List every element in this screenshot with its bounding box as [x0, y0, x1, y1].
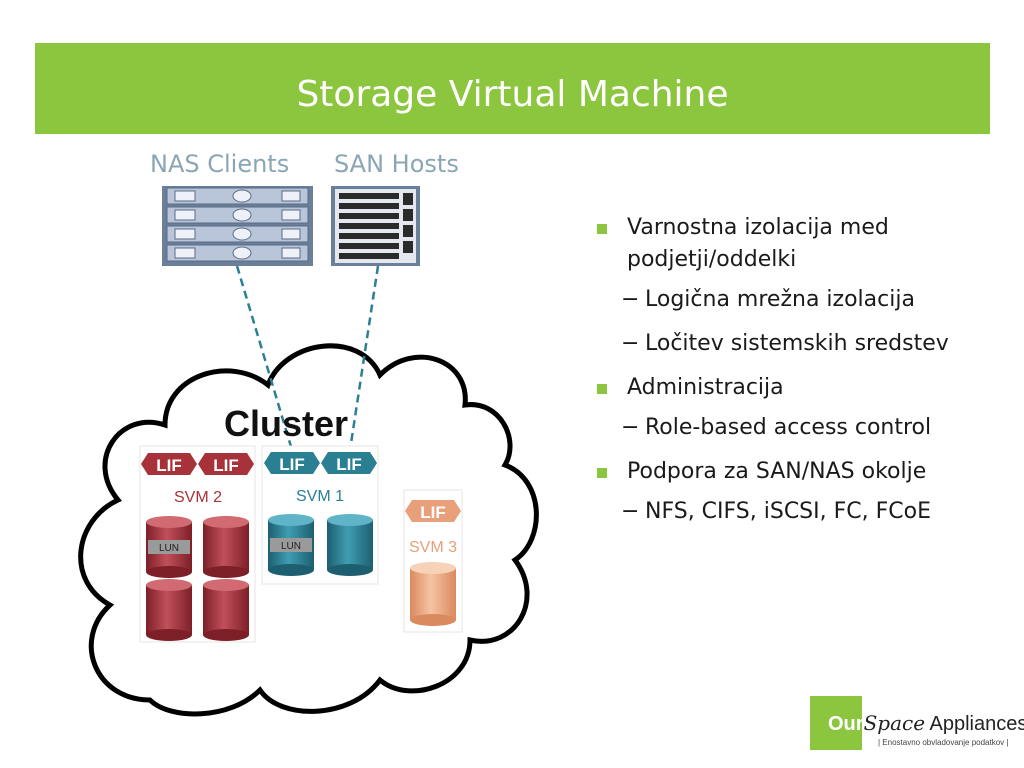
svm-1-lun-tag	[270, 538, 312, 552]
sub-bullet-1-2: −Ločitev sistemskih sredstev	[621, 331, 949, 356]
nas-connection-line	[235, 265, 294, 451]
svm-3-label: SVM 3	[409, 539, 457, 556]
svm-2-lun-label: LUN	[159, 543, 179, 554]
bullet-1: Varnostna izolacija med podjetji/oddelki	[595, 212, 1015, 276]
sub-bullet-1-1-text: Logična mrežna izolacija	[645, 287, 915, 312]
sub-bullet-1-1: −Logična mrežna izolacija	[621, 287, 915, 312]
svm-1-label: SVM 1	[296, 488, 344, 505]
svm-3-group: LIF SVM 3	[403, 489, 463, 633]
svm-2-label: SVM 2	[174, 489, 222, 506]
svm-2-volume-4	[203, 579, 249, 641]
san-connection-line	[348, 265, 380, 451]
svm-2-group: LIF LIF SVM 2 LUN	[139, 445, 256, 643]
svm-1-lun-label: LUN	[281, 541, 301, 552]
sub-bullet-2-1-text: Role-based access control	[645, 415, 932, 440]
svm-1-lif-2-label: LIF	[336, 455, 362, 474]
bullet-3: Podpora za SAN/NAS okolje	[595, 456, 1015, 488]
svm-1-volume-2	[327, 514, 373, 576]
svm-3-lif-1-label: LIF	[420, 503, 446, 522]
svm-3-volume-1	[410, 562, 456, 626]
logo-space: Space	[863, 711, 926, 735]
bullet-list: Varnostna izolacija med podjetji/oddelki…	[595, 212, 1015, 540]
svm-2-lif-1	[141, 453, 197, 475]
nas-clients-server-icon	[162, 186, 313, 266]
logo-our: Our	[828, 713, 864, 735]
svm-1-lif-1-label: LIF	[279, 455, 305, 474]
slide-title: Storage Virtual Machine	[296, 74, 729, 115]
logo-appliances: Appliances	[929, 713, 1024, 735]
sub-bullet-3-1-text: NFS, CIFS, iSCSI, FC, FCoE	[645, 499, 931, 524]
svm-1-group: LIF LIF SVM 1 LUN	[261, 445, 379, 585]
svm-1-lif-1	[264, 452, 320, 474]
bullet-2: Administracija	[595, 372, 1015, 404]
logo-green-square	[810, 696, 862, 750]
logo-tagline: | Enostavno obvladovanje podatkov |	[878, 738, 1009, 747]
svm-2-volume-2	[203, 516, 249, 578]
san-hosts-label: SAN Hosts	[334, 150, 459, 178]
bullet-square-icon	[597, 224, 607, 234]
san-hosts-server-icon	[331, 186, 420, 266]
bullet-2-text: Administracija	[627, 375, 784, 400]
svm-2-volume-3	[146, 579, 192, 641]
bullet-3-text: Podpora za SAN/NAS okolje	[627, 459, 927, 484]
nas-clients-label: NAS Clients	[150, 150, 289, 178]
svm-1-lif-2	[321, 452, 377, 474]
ourspace-logo: OurSpace Appliances | Enostavno obvladov…	[810, 696, 1024, 756]
title-bar: Storage Virtual Machine	[35, 43, 990, 134]
logo-wordmark: OurSpace Appliances	[828, 711, 1024, 736]
svm-2-lif-2-label: LIF	[213, 456, 239, 475]
bullet-square-icon	[597, 468, 607, 478]
sub-bullet-3-1: −NFS, CIFS, iSCSI, FC, FCoE	[621, 499, 931, 524]
cluster-label: Cluster	[224, 403, 348, 444]
svm-2-lif-1-label: LIF	[156, 456, 182, 475]
sub-bullet-1-2-text: Ločitev sistemskih sredstev	[645, 331, 949, 356]
sub-bullet-2-1: −Role-based access control	[621, 415, 932, 440]
bullet-square-icon	[597, 384, 607, 394]
svm-2-lif-2	[198, 453, 254, 475]
svm-3-lif-1	[405, 500, 461, 522]
bullet-1-text: Varnostna izolacija med podjetji/oddelki	[627, 215, 889, 272]
svm-2-lun-tag	[148, 540, 190, 554]
